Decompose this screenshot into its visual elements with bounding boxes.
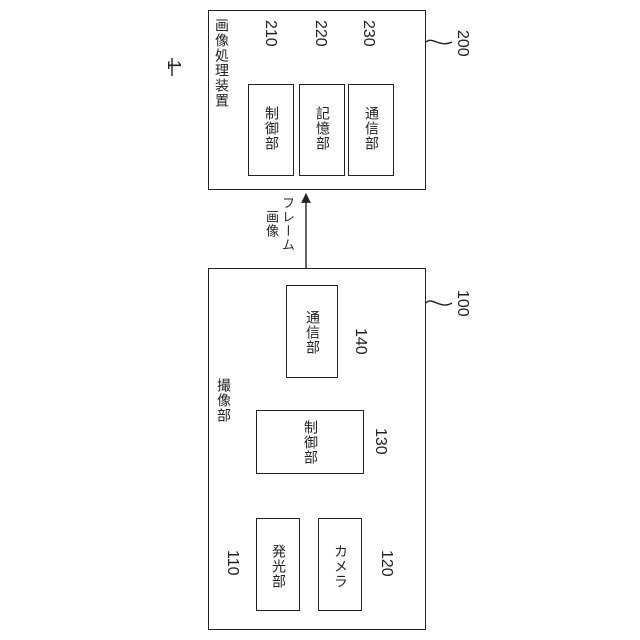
imaging-control-ref: 130 — [372, 428, 388, 455]
system-ref: 1 — [165, 60, 183, 70]
image-processing-device-title: 画像処理装置 — [214, 18, 228, 108]
ipd-storage-label: 記憶部 — [315, 106, 329, 151]
imaging-communication-ref: 140 — [352, 328, 368, 355]
light-emitter-label: 発光部 — [271, 544, 285, 589]
ipd-control-ref: 210 — [262, 20, 278, 47]
ipd-control-label: 制御部 — [264, 106, 278, 151]
frame-image-label-line2: 画像 — [264, 210, 277, 238]
camera-ref: 120 — [378, 550, 394, 577]
imaging-communication-label: 通信部 — [305, 310, 319, 355]
imaging-unit-title: 撮像部 — [216, 378, 230, 423]
frame-image-label-line1: フレーム — [280, 196, 293, 252]
camera-label: カメラ — [333, 544, 347, 589]
leader-100 — [426, 301, 452, 305]
imaging-control-label: 制御部 — [303, 420, 317, 465]
ipd-communication-ref: 230 — [360, 20, 376, 47]
ipd-communication-label: 通信部 — [364, 106, 378, 151]
light-emitter-ref: 110 — [224, 550, 240, 576]
image-processing-device-ref: 200 — [454, 30, 470, 57]
leader-200 — [426, 40, 452, 43]
imaging-unit-ref: 100 — [454, 290, 470, 317]
ipd-storage-ref: 220 — [312, 20, 328, 47]
